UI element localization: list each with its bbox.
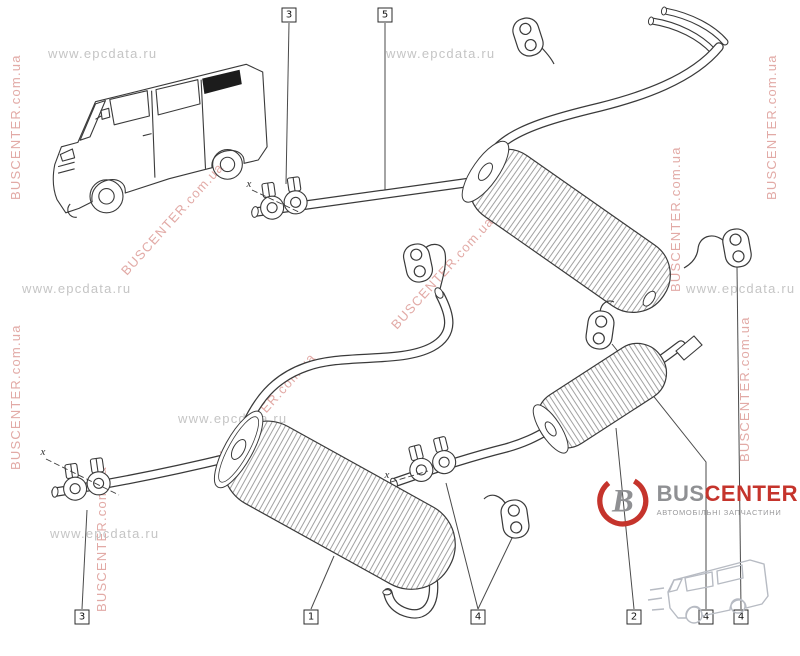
rubber-hanger-right — [720, 226, 754, 270]
van-side-window — [155, 79, 201, 116]
callout-box-3-bottom[interactable]: 3 — [74, 609, 90, 625]
van-rear-wheel — [212, 149, 243, 180]
callout-box-1-bottom[interactable]: 1 — [303, 609, 319, 625]
callout-box-4-bottom-left[interactable]: 4 — [470, 609, 486, 625]
dimension-lines — [45, 189, 429, 496]
rubber-hanger-top — [509, 14, 547, 60]
dimension-x-marker: x — [246, 178, 252, 190]
logo-mark-letter: B — [611, 483, 634, 519]
exhaust-clamp-lower — [59, 456, 113, 503]
rear-muffler-item2 — [532, 342, 668, 454]
van-illustration — [52, 63, 268, 218]
callout-box-2-bottom[interactable]: 2 — [626, 609, 642, 625]
tailpipe-trim-tip — [675, 335, 703, 361]
van-part-location-patch — [202, 69, 242, 94]
brand-subtitle: АВТОМОБІЛЬНІ ЗАПЧАСТИНИ — [656, 508, 782, 517]
callout-box-3-top[interactable]: 3 — [281, 7, 297, 23]
van-headlight — [59, 148, 76, 162]
dimension-x-marker: x — [40, 446, 46, 458]
van-front-wheel — [89, 179, 124, 214]
buscenter-logo-mark: B — [597, 475, 649, 527]
dimension-x-marker: x — [384, 469, 390, 481]
van-mirror — [95, 107, 111, 120]
rubber-hanger-mid-left — [400, 241, 436, 285]
van-windshield — [79, 100, 106, 141]
exhaust-clamp-center — [403, 434, 460, 485]
brand-name: BUSCENTER — [657, 483, 798, 505]
buscenter-logo: B BUSCENTER АВТОМОБІЛЬНІ ЗАПЧАСТИНИ — [596, 470, 798, 624]
callout-box-5-top[interactable]: 5 — [377, 7, 393, 23]
rubber-hanger-bottom — [498, 497, 532, 541]
logo-van-sketch — [647, 559, 769, 624]
exhaust-clamp-upper — [256, 175, 310, 222]
upper-muffler — [461, 140, 671, 313]
van-front-window — [109, 90, 150, 126]
rubber-hanger-center — [583, 308, 617, 352]
brand-name-bus: BUS — [656, 481, 705, 506]
brand-name-center: CENTER — [704, 481, 798, 506]
rear-muffler-item1 — [213, 410, 456, 619]
